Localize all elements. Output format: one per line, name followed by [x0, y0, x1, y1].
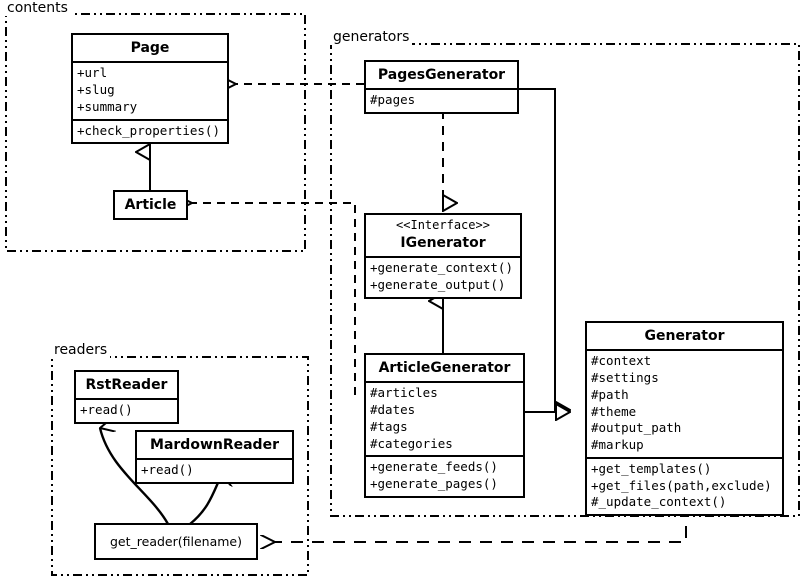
class-generator-name: Generator — [644, 328, 725, 344]
class-pages-generator-name: PagesGenerator — [377, 67, 506, 83]
function-get-reader-label: get_reader(filename) — [110, 534, 242, 549]
attribute: #path — [591, 386, 629, 402]
method: +get_files(path,exclude) — [591, 477, 772, 493]
attribute: #output_path — [591, 420, 682, 436]
class-mardown-reader[interactable]: MardownReader +read() — [135, 430, 294, 485]
attribute: #pages — [370, 92, 416, 108]
class-article-generator[interactable]: ArticleGenerator #articles #dates #tags … — [364, 353, 525, 498]
attribute: #tags — [370, 418, 408, 434]
class-page-methods: +check_properties() — [73, 118, 227, 143]
attribute: #dates — [370, 402, 416, 418]
method: +generate_pages() — [370, 476, 498, 492]
method: +read() — [80, 402, 133, 418]
class-page-attributes: +url +slug +summary — [73, 61, 227, 118]
class-article[interactable]: Article — [113, 190, 188, 221]
class-article-generator-methods: +generate_feeds() +generate_pages() — [366, 455, 523, 496]
package-frame-generators — [330, 43, 800, 517]
method: #_update_context() — [591, 494, 727, 510]
class-igenerator-name: IGenerator — [400, 235, 486, 251]
class-pages-generator[interactable]: PagesGenerator #pages — [364, 60, 519, 115]
package-label-readers: readers — [51, 342, 111, 358]
class-igenerator[interactable]: <<Interface>> IGenerator +generate_conte… — [364, 213, 522, 299]
class-mardown-reader-methods: +read() — [137, 458, 292, 482]
class-generator-attributes: #context #settings #path #theme #output_… — [587, 349, 782, 457]
method: +get_templates() — [591, 460, 712, 476]
class-page-name: Page — [130, 40, 170, 56]
class-rst-reader[interactable]: RstReader +read() — [74, 370, 179, 425]
attribute: #theme — [591, 403, 637, 419]
class-igenerator-methods: +generate_context() +generate_output() — [366, 256, 520, 297]
class-igenerator-stereotype: <<Interface>> — [396, 218, 490, 232]
class-pages-generator-attributes: #pages — [366, 88, 517, 112]
class-rst-reader-methods: +read() — [76, 398, 177, 422]
class-article-generator-attributes: #articles #dates #tags #categories — [366, 381, 523, 455]
package-frame-readers — [51, 356, 309, 576]
attribute: +slug — [77, 82, 115, 98]
method: +generate_output() — [370, 277, 506, 293]
attribute: +summary — [77, 98, 138, 114]
class-page[interactable]: Page +url +slug +summary +check_properti… — [71, 33, 229, 145]
attribute: #categories — [370, 435, 453, 451]
class-generator[interactable]: Generator #context #settings #path #them… — [585, 321, 784, 517]
attribute: #markup — [591, 437, 644, 453]
edge-pagesgenerator-to-generator — [519, 88, 570, 410]
method: +check_properties() — [77, 122, 220, 138]
edge-get-reader-to-rstreader — [98, 428, 170, 525]
class-igenerator-header: <<Interface>> IGenerator — [366, 215, 520, 256]
edge-articlegenerator-to-article — [192, 203, 356, 395]
attribute: #context — [591, 353, 652, 369]
package-label-generators: generators — [330, 29, 413, 45]
package-label-contents: contents — [4, 0, 71, 16]
class-article-name: Article — [124, 197, 177, 213]
class-rst-reader-name: RstReader — [85, 377, 168, 393]
method: +read() — [141, 462, 194, 478]
method: +generate_context() — [370, 260, 513, 276]
attribute: +url — [77, 65, 108, 81]
function-get-reader[interactable]: get_reader(filename) — [94, 523, 258, 560]
attribute: #articles — [370, 385, 438, 401]
class-generator-methods: +get_templates() +get_files(path,exclude… — [587, 456, 782, 514]
package-frame-contents — [5, 13, 306, 252]
attribute: #settings — [591, 370, 659, 386]
class-mardown-reader-name: MardownReader — [150, 437, 279, 453]
class-article-generator-name: ArticleGenerator — [378, 360, 511, 376]
method: +generate_feeds() — [370, 459, 498, 475]
